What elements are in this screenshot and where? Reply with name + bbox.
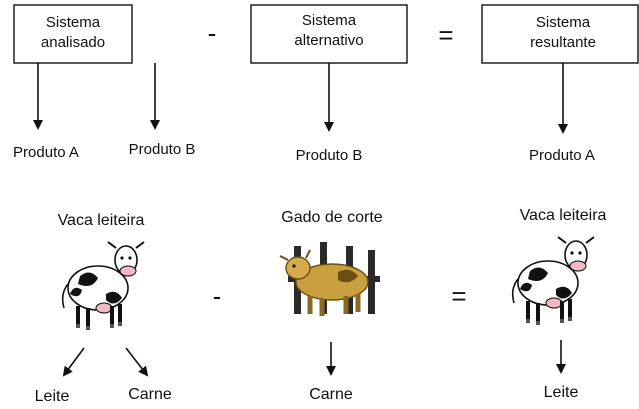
minus-operator-top: - bbox=[208, 18, 217, 48]
box-alternative-line2: alternativo bbox=[294, 32, 363, 49]
label-dairy-cow-right: Vaca leiteira bbox=[520, 207, 607, 224]
equals-operator-top: = bbox=[438, 20, 453, 50]
box-alternative-line1: Sistema bbox=[302, 12, 357, 29]
box-alternative-system bbox=[250, 4, 408, 64]
label-analyzed-product-b: Produto B bbox=[129, 141, 196, 158]
label-milk-right: Leite bbox=[544, 384, 579, 401]
minus-operator-bottom: - bbox=[213, 281, 222, 311]
label-meat-left: Carne bbox=[128, 386, 172, 403]
label-resulting-product-a: Produto A bbox=[529, 147, 595, 164]
box-resulting-line1: Sistema bbox=[536, 14, 591, 31]
dairy-cow-icon bbox=[60, 240, 146, 330]
arrow-milk-left bbox=[62, 347, 85, 377]
label-beef-cattle: Gado de corte bbox=[281, 209, 383, 226]
box-resulting-line2: resultante bbox=[530, 34, 596, 51]
dairy-cow-icon bbox=[510, 235, 596, 325]
beef-cattle-icon bbox=[280, 242, 380, 316]
label-analyzed-product-a: Produto A bbox=[13, 144, 79, 161]
label-milk-left: Leite bbox=[35, 388, 70, 405]
label-alternative-product-b: Produto B bbox=[296, 147, 363, 164]
label-dairy-cow-left: Vaca leiteira bbox=[58, 212, 145, 229]
label-meat-beef: Carne bbox=[309, 386, 353, 403]
box-analyzed-line2: analisado bbox=[41, 34, 105, 51]
box-resulting-system bbox=[481, 4, 639, 64]
equals-operator-bottom: = bbox=[451, 281, 466, 311]
box-analyzed-line1: Sistema bbox=[46, 14, 101, 31]
box-analyzed-system bbox=[13, 4, 133, 64]
arrow-meat-left bbox=[125, 347, 149, 377]
